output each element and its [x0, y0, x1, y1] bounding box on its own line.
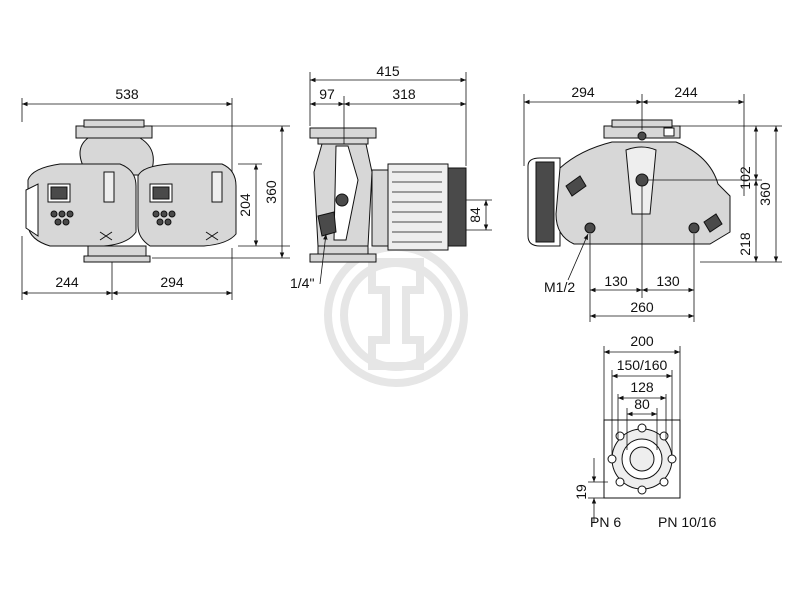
top-dim-left-width: 294 [571, 84, 595, 100]
top-dim-port-spacing: 260 [630, 299, 654, 315]
flange-dim-bore: 80 [634, 396, 650, 412]
flange-view: 200 150/160 128 80 19 PN 6 PN 10/16 [573, 333, 717, 530]
top-dim-right-width: 244 [674, 84, 698, 100]
top-dim-half-right: 130 [656, 273, 680, 289]
top-dim-total-height: 360 [757, 182, 773, 206]
side-dim-shaft-height: 84 [467, 207, 483, 223]
top-view: 294 244 102 218 360 M1/2 130 130 260 [523, 84, 782, 322]
motor-fins [392, 171, 442, 243]
top-dim-lower-height: 218 [737, 232, 753, 256]
flange-dim-raised-face: 128 [630, 379, 654, 395]
side-dim-motor-part: 318 [392, 86, 416, 102]
side-dim-flange-part: 97 [319, 86, 335, 102]
top-label-thread: M1/2 [544, 279, 575, 295]
front-dim-motor-height: 204 [237, 193, 253, 217]
front-dim-left-width: 244 [55, 274, 79, 290]
front-dim-total-width: 538 [115, 86, 139, 102]
flange-dim-bolt-circle: 150/160 [617, 357, 668, 373]
side-dim-total-length: 415 [376, 63, 400, 79]
flange-label-pn-high: PN 10/16 [658, 514, 717, 530]
side-view: 415 97 318 84 1/4" [290, 63, 492, 291]
front-dim-right-width: 294 [160, 274, 184, 290]
watermark-logo [324, 243, 468, 387]
flange-dim-outer: 200 [630, 333, 654, 349]
side-label-thread: 1/4" [290, 275, 314, 291]
flange-label-pn-low: PN 6 [590, 514, 621, 530]
top-dim-half-left: 130 [604, 273, 628, 289]
flange-dim-thickness: 19 [573, 484, 589, 500]
front-dim-total-height: 360 [263, 180, 279, 204]
front-view: 538 244 294 204 360 [21, 86, 290, 300]
top-dim-upper-height: 102 [737, 166, 753, 190]
